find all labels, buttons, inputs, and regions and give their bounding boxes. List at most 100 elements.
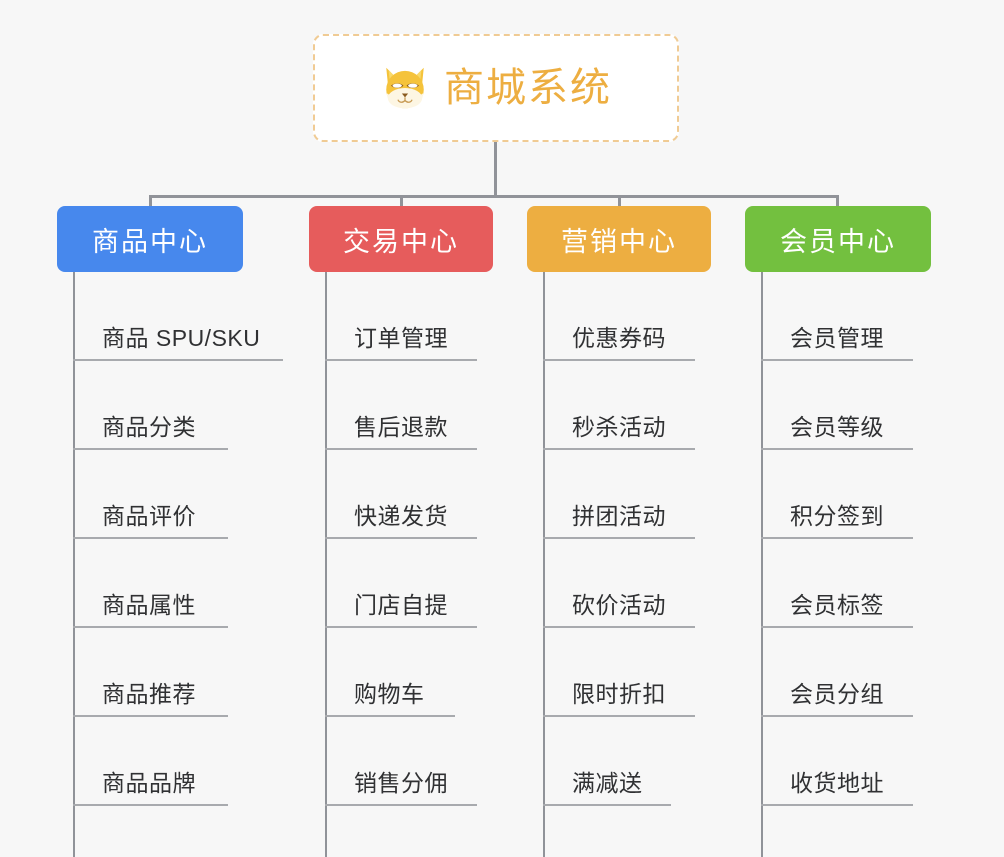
leaf-item-rule (73, 448, 228, 450)
branch-spine (543, 272, 545, 857)
leaf-item-rule (325, 448, 477, 450)
leaf-item-rule (543, 715, 695, 717)
category-label: 营销中心 (561, 226, 677, 257)
leaf-list-marketing-center: 优惠券码秒杀活动拼团活动砍价活动限时折扣满减送 (527, 272, 711, 857)
leaf-item[interactable]: 优惠券码 (527, 272, 711, 361)
connector-drop-member-center (836, 195, 839, 208)
category-header-member-center[interactable]: 会员中心 (745, 206, 931, 272)
root-title: 商城系统 (444, 66, 612, 110)
leaf-item-label: 满减送 (572, 770, 643, 796)
leaf-item-rule (761, 537, 913, 539)
leaf-list-trade-center: 订单管理售后退款快递发货门店自提购物车销售分佣 (309, 272, 493, 857)
leaf-item[interactable]: 满减送 (527, 717, 711, 806)
connector-drop-product-center (149, 195, 152, 208)
category-header-trade-center[interactable]: 交易中心 (309, 206, 493, 272)
leaf-item-label: 商品分类 (102, 414, 196, 440)
leaf-item-label: 商品评价 (102, 503, 196, 529)
leaf-item[interactable]: 收货地址 (745, 717, 931, 806)
leaf-item[interactable]: 会员等级 (745, 361, 931, 450)
leaf-item[interactable]: 会员分组 (745, 628, 931, 717)
leaf-item[interactable]: 商品分类 (57, 361, 243, 450)
connector-drop-marketing-center (618, 195, 621, 208)
leaf-item-label: 限时折扣 (572, 681, 666, 707)
leaf-item[interactable]: 限时折扣 (527, 628, 711, 717)
category-header-product-center[interactable]: 商品中心 (57, 206, 243, 272)
leaf-item[interactable]: 商品评价 (57, 450, 243, 539)
branch-column-marketing-center: 营销中心优惠券码秒杀活动拼团活动砍价活动限时折扣满减送 (527, 206, 711, 857)
leaf-item-rule (73, 804, 228, 806)
leaf-item[interactable]: 订单管理 (309, 272, 493, 361)
leaf-item-rule (73, 537, 228, 539)
category-header-marketing-center[interactable]: 营销中心 (527, 206, 711, 272)
leaf-item-label: 会员分组 (790, 681, 884, 707)
leaf-item-rule (325, 359, 477, 361)
root-node[interactable]: 商城系统 (313, 34, 679, 142)
leaf-item-label: 商品属性 (102, 592, 196, 618)
branch-spine (325, 272, 327, 857)
leaf-item-label: 购物车 (354, 681, 425, 707)
leaf-item-label: 商品品牌 (102, 770, 196, 796)
leaf-item[interactable]: 拼团活动 (527, 450, 711, 539)
category-label: 商品中心 (92, 226, 208, 257)
leaf-item[interactable]: 商品推荐 (57, 628, 243, 717)
leaf-item-rule (543, 537, 695, 539)
leaf-item[interactable]: 销售分佣 (309, 717, 493, 806)
branch-column-member-center: 会员中心会员管理会员等级积分签到会员标签会员分组收货地址 (745, 206, 931, 857)
leaf-item-label: 砍价活动 (572, 592, 666, 618)
branch-spine (761, 272, 763, 857)
leaf-item-rule (73, 626, 228, 628)
leaf-item-rule (543, 804, 671, 806)
leaf-item-rule (761, 715, 913, 717)
leaf-list-product-center: 商品 SPU/SKU 商品分类商品评价商品属性商品推荐商品品牌 (57, 272, 283, 857)
leaf-item[interactable]: 快递发货 (309, 450, 493, 539)
leaf-item[interactable]: 购物车 (309, 628, 493, 717)
branch-column-trade-center: 交易中心订单管理售后退款快递发货门店自提购物车销售分佣 (309, 206, 493, 857)
branch-column-product-center: 商品中心商品 SPU/SKU 商品分类商品评价商品属性商品推荐商品品牌 (57, 206, 283, 857)
branch-spine (73, 272, 75, 857)
leaf-item-label: 拼团活动 (572, 503, 666, 529)
leaf-item-label: 会员等级 (790, 414, 884, 440)
leaf-item[interactable]: 积分签到 (745, 450, 931, 539)
leaf-item-rule (325, 537, 477, 539)
leaf-item[interactable]: 会员管理 (745, 272, 931, 361)
leaf-item-rule (325, 804, 477, 806)
leaf-item-rule (761, 804, 913, 806)
leaf-item-rule (761, 448, 913, 450)
leaf-item-label: 秒杀活动 (572, 414, 666, 440)
connector-root-drop (494, 142, 497, 198)
leaf-item-rule (325, 715, 455, 717)
leaf-item-label: 快递发货 (354, 503, 448, 529)
leaf-item[interactable]: 砍价活动 (527, 539, 711, 628)
leaf-item-label: 商品 SPU/SKU (102, 325, 261, 351)
leaf-item-rule (761, 359, 913, 361)
leaf-list-member-center: 会员管理会员等级积分签到会员标签会员分组收货地址 (745, 272, 931, 857)
leaf-item[interactable]: 秒杀活动 (527, 361, 711, 450)
leaf-item[interactable]: 商品 SPU/SKU (57, 272, 283, 361)
leaf-item-rule (325, 626, 477, 628)
leaf-item-label: 订单管理 (354, 325, 448, 351)
leaf-item-rule (73, 359, 283, 361)
leaf-item-rule (73, 715, 228, 717)
leaf-item-label: 售后退款 (354, 414, 448, 440)
leaf-item[interactable]: 商品品牌 (57, 717, 243, 806)
leaf-item-label: 优惠券码 (572, 325, 666, 351)
category-label: 交易中心 (343, 226, 459, 257)
leaf-item-rule (543, 448, 695, 450)
leaf-item-label: 会员管理 (790, 325, 884, 351)
leaf-item-rule (543, 359, 695, 361)
leaf-item-label: 会员标签 (790, 592, 884, 618)
leaf-item[interactable]: 商品属性 (57, 539, 243, 628)
leaf-item[interactable]: 售后退款 (309, 361, 493, 450)
leaf-item-rule (761, 626, 913, 628)
dog-face-icon (386, 67, 424, 109)
leaf-item-label: 收货地址 (790, 770, 884, 796)
leaf-item-label: 门店自提 (354, 592, 448, 618)
category-label: 会员中心 (780, 226, 896, 257)
leaf-item-rule (543, 626, 695, 628)
connector-horizontal-bus (149, 195, 839, 198)
leaf-item-label: 商品推荐 (102, 681, 196, 707)
leaf-item[interactable]: 门店自提 (309, 539, 493, 628)
leaf-item-label: 销售分佣 (354, 770, 448, 796)
leaf-item[interactable]: 会员标签 (745, 539, 931, 628)
